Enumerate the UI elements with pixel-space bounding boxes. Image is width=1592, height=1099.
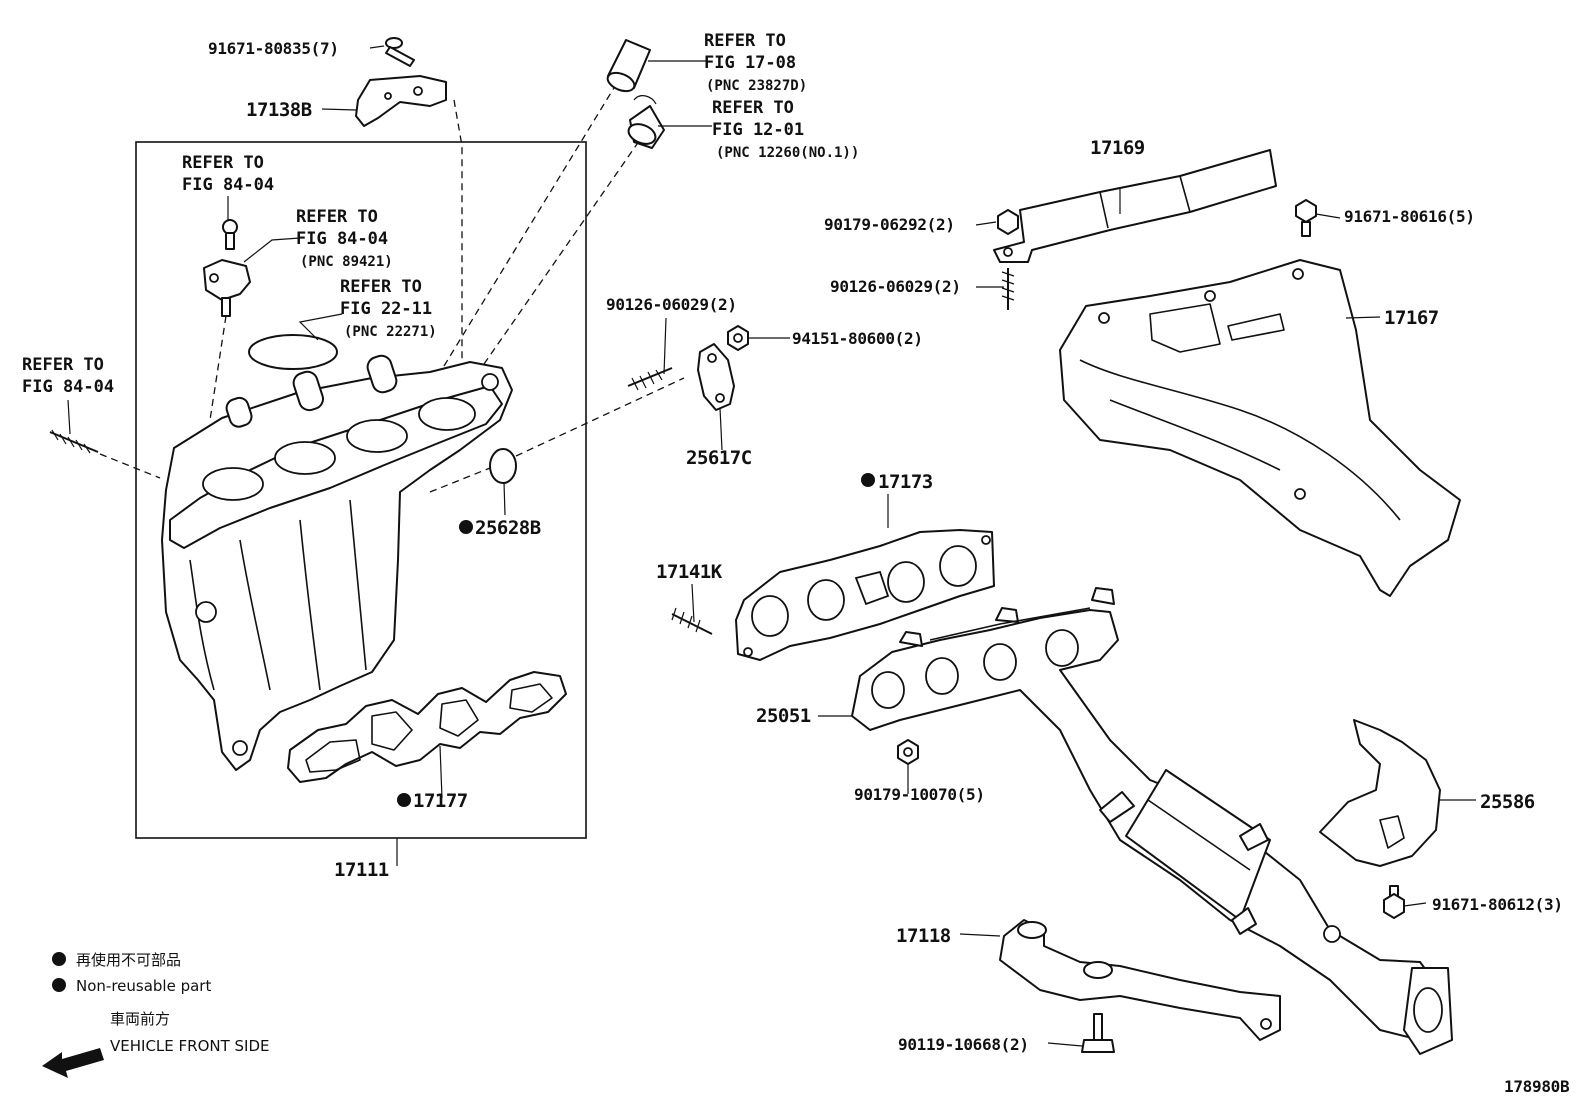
nut-94151-80600[interactable] bbox=[727, 325, 749, 351]
stay-17118[interactable] bbox=[999, 919, 1281, 1041]
leader-lines bbox=[67, 45, 1476, 1047]
non-reusable-dot-25628B bbox=[459, 520, 473, 534]
label-90119-10668: 90119-10668(2) bbox=[898, 1035, 1029, 1054]
gasket-17177[interactable] bbox=[287, 671, 567, 783]
nut-90179-10070[interactable] bbox=[897, 739, 919, 765]
nut-90179-06292[interactable] bbox=[997, 209, 1019, 235]
stud-90126-06029-mid[interactable] bbox=[627, 367, 673, 391]
label-ref-84-04-pnc-a: REFER TO bbox=[296, 207, 378, 227]
label-17167: 17167 bbox=[1384, 307, 1439, 329]
label-ref-84-04-pnc-c: (PNC 89421) bbox=[300, 254, 393, 270]
label-ref-84-04-left-b: FIG 84-04 bbox=[22, 377, 114, 397]
label-ref-17-08-c: (PNC 23827D) bbox=[706, 78, 807, 94]
label-17173: 17173 bbox=[878, 471, 933, 493]
label-25586: 25586 bbox=[1480, 791, 1535, 813]
label-91671-80612: 91671-80612(3) bbox=[1432, 895, 1563, 914]
label-17141K: 17141K bbox=[656, 561, 723, 583]
figure-code: 178980B bbox=[1504, 1077, 1570, 1096]
dash-sensor bbox=[209, 315, 227, 421]
front-arrow-icon bbox=[42, 1048, 104, 1078]
label-25617C: 25617C bbox=[686, 447, 752, 469]
label-ref-84-04-top-a: REFER TO bbox=[182, 153, 264, 173]
label-90126-06029-right: 90126-06029(2) bbox=[830, 277, 961, 296]
gasket-ring-22271[interactable] bbox=[248, 334, 338, 370]
label-25051: 25051 bbox=[756, 705, 811, 727]
dash-hose-b bbox=[483, 133, 645, 365]
label-ref-22-11-c: (PNC 22271) bbox=[344, 324, 437, 340]
dash-bracket bbox=[453, 99, 463, 364]
dash-oring bbox=[429, 467, 491, 493]
label-17177: 17177 bbox=[413, 790, 468, 812]
label-17118: 17118 bbox=[896, 925, 951, 947]
hose-23827D[interactable] bbox=[605, 39, 651, 95]
dash-hose-a bbox=[443, 77, 621, 367]
hose-12260[interactable] bbox=[626, 95, 665, 149]
label-ref-17-08-b: FIG 17-08 bbox=[704, 53, 796, 73]
label-ref-84-04-left-a: REFER TO bbox=[22, 355, 104, 375]
air-temp-sensor[interactable] bbox=[203, 259, 251, 317]
bolt-91671-80616[interactable] bbox=[1295, 199, 1317, 237]
plate-25617C[interactable] bbox=[697, 343, 735, 411]
sensor-bolt[interactable] bbox=[222, 219, 238, 250]
bolt-90119-10668[interactable] bbox=[1081, 1013, 1115, 1053]
stud-17141K[interactable] bbox=[671, 607, 713, 635]
label-25628B: 25628B bbox=[475, 517, 541, 539]
bolt-91671-80612[interactable] bbox=[1383, 885, 1405, 919]
label-ref-12-01-c: (PNC 12260(NO.1)) bbox=[716, 145, 859, 161]
legend-dot-en bbox=[52, 978, 66, 992]
bolt-91671-80835[interactable] bbox=[385, 37, 415, 67]
dash-plate bbox=[515, 377, 685, 457]
label-ref-17-08-a: REFER TO bbox=[704, 31, 786, 51]
insulator-25586[interactable] bbox=[1319, 719, 1441, 867]
stud-90126-06029-right[interactable] bbox=[1001, 268, 1015, 310]
label-90179-10070: 90179-10070(5) bbox=[854, 785, 985, 804]
label-ref-84-04-pnc-b: FIG 84-04 bbox=[296, 229, 388, 249]
label-ref-12-01-b: FIG 12-01 bbox=[712, 120, 804, 140]
gasket-ring-25628B[interactable] bbox=[489, 448, 517, 484]
exhaust-manifold-25051[interactable] bbox=[851, 587, 1453, 1055]
legend-text-en: Non-reusable part bbox=[76, 977, 211, 995]
dash-stud-left bbox=[99, 453, 161, 479]
label-ref-22-11-a: REFER TO bbox=[340, 277, 422, 297]
label-91671-80616: 91671-80616(5) bbox=[1344, 207, 1475, 226]
label-90126-06029-mid: 90126-06029(2) bbox=[606, 295, 737, 314]
label-ref-22-11-b: FIG 22-11 bbox=[340, 299, 432, 319]
heat-shield-17169[interactable] bbox=[993, 149, 1277, 263]
heat-shield-17167[interactable] bbox=[1059, 259, 1461, 597]
label-17169: 17169 bbox=[1090, 137, 1145, 159]
label-94151-80600: 94151-80600(2) bbox=[792, 329, 923, 348]
assembly-box-17111 bbox=[135, 141, 587, 839]
bracket-17138B[interactable] bbox=[355, 75, 447, 127]
label-ref-12-01-a: REFER TO bbox=[712, 98, 794, 118]
non-reusable-dot-17177 bbox=[397, 793, 411, 807]
legend-dot-jp bbox=[52, 952, 66, 966]
stud-left[interactable] bbox=[49, 429, 99, 454]
label-90179-06292: 90179-06292(2) bbox=[824, 215, 955, 234]
front-text-jp: 車両前方 bbox=[110, 1010, 170, 1028]
front-text-en: VEHICLE FRONT SIDE bbox=[110, 1037, 270, 1055]
label-ref-84-04-top-b: FIG 84-04 bbox=[182, 175, 274, 195]
non-reusable-dot-17173 bbox=[861, 473, 875, 487]
label-91671-80835: 91671-80835(7) bbox=[208, 39, 339, 58]
label-17111: 17111 bbox=[334, 859, 389, 881]
legend-text-jp: 再使用不可部品 bbox=[76, 951, 181, 969]
gasket-17173[interactable] bbox=[735, 529, 995, 661]
intake-manifold[interactable] bbox=[161, 353, 513, 771]
label-17138B: 17138B bbox=[246, 99, 312, 121]
